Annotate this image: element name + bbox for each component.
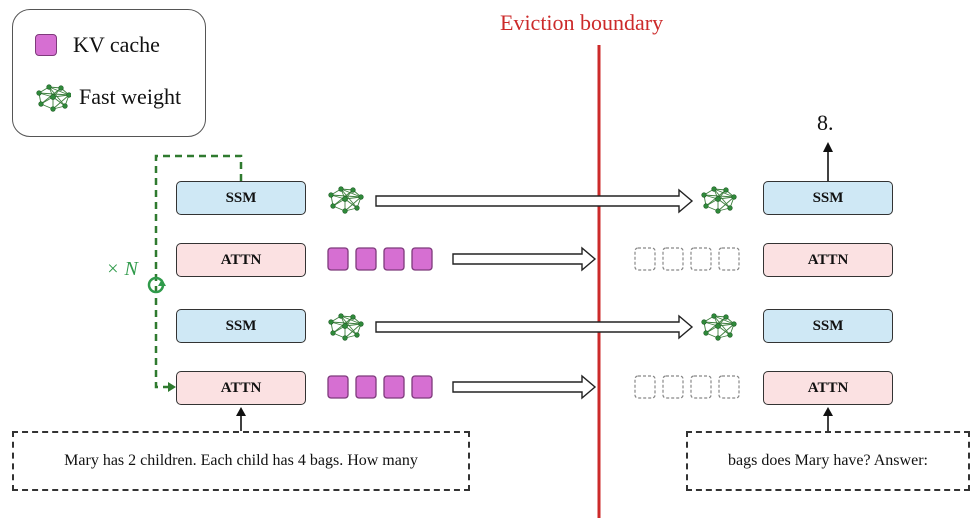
- legend-kv-cache-label: KV cache: [73, 32, 160, 57]
- fast-weight-network-icon: [328, 186, 364, 214]
- kv-cache-swatch-icon: [35, 34, 57, 56]
- kv-cache-block: [411, 247, 433, 271]
- left-ssm-layer-bottom: SSM: [176, 309, 306, 343]
- right-attn-layer-bottom: ATTN: [763, 371, 893, 405]
- repeat-loop-path: [154, 154, 243, 389]
- evicted-kv-slot: [662, 247, 684, 271]
- evicted-kv-slot: [690, 247, 712, 271]
- fast-weight-network-icon: [36, 84, 71, 112]
- kv-cache-block: [383, 247, 405, 271]
- left-ssm-layer-top: SSM: [176, 181, 306, 215]
- evicted-kv-slot: [718, 247, 740, 271]
- fast-weight-carry-arrow: [375, 314, 694, 340]
- right-attn-layer-top: ATTN: [763, 243, 893, 277]
- output-arrowhead: [823, 142, 833, 152]
- kv-cache-block: [383, 375, 405, 399]
- legend-fast-weight-label: Fast weight: [79, 84, 182, 109]
- kv-cache-block: [355, 375, 377, 399]
- kv-cache-block: [411, 375, 433, 399]
- fast-weight-network-icon: [701, 186, 737, 214]
- output-answer: 8.: [817, 110, 834, 135]
- legend-fast-weight: Fast weight: [35, 82, 181, 112]
- eviction-boundary-label: Eviction boundary: [500, 10, 664, 35]
- prompt-box-left: Mary has 2 children. Each child has 4 ba…: [12, 431, 470, 491]
- evicted-kv-slot: [634, 375, 656, 399]
- evicted-kv-slot: [718, 375, 740, 399]
- fast-weight-network-icon: [701, 313, 737, 341]
- kv-eviction-arrow: [452, 374, 597, 400]
- kv-cache-block: [327, 375, 349, 399]
- input-arrowhead-right: [823, 407, 833, 416]
- right-ssm-layer-top: SSM: [763, 181, 893, 215]
- evicted-kv-slot: [662, 375, 684, 399]
- left-attn-layer-bottom: ATTN: [176, 371, 306, 405]
- fast-weight-carry-arrow: [375, 188, 694, 214]
- repeat-loop-arrowhead: [168, 382, 176, 392]
- kv-cache-block: [327, 247, 349, 271]
- kv-eviction-arrow: [452, 246, 597, 272]
- prompt-box-right: bags does Mary have? Answer:: [686, 431, 970, 491]
- repeat-cycle-icon: [147, 276, 166, 294]
- left-attn-layer-top: ATTN: [176, 243, 306, 277]
- kv-cache-block: [355, 247, 377, 271]
- legend: KV cache Fast weight: [12, 9, 206, 137]
- right-ssm-layer-bottom: SSM: [763, 309, 893, 343]
- evicted-kv-slot: [634, 247, 656, 271]
- input-arrowhead-left: [236, 407, 246, 416]
- prompt-text-left: Mary has 2 children. Each child has 4 ba…: [64, 452, 418, 469]
- legend-kv-cache: KV cache: [35, 32, 160, 58]
- prompt-text-right: bags does Mary have? Answer:: [728, 452, 928, 469]
- evicted-kv-slot: [690, 375, 712, 399]
- repeat-n-label: × N: [106, 258, 138, 280]
- fast-weight-network-icon: [328, 313, 364, 341]
